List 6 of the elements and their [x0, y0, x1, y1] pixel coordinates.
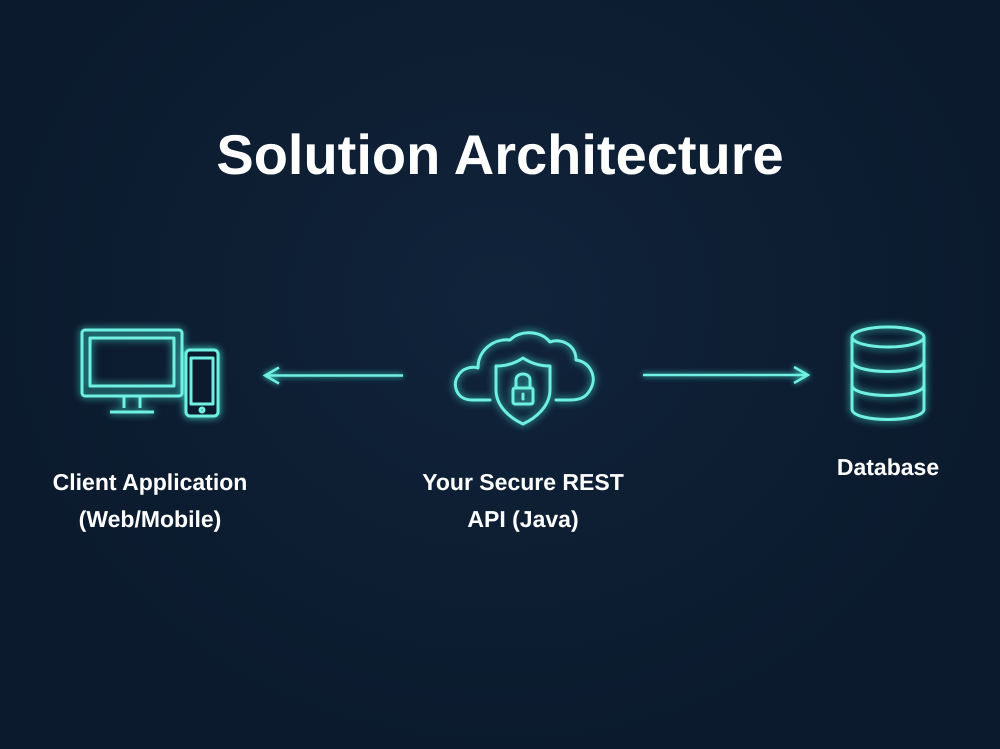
node-label: Your Secure REST API (Java)	[421, 468, 625, 534]
title: Solution Architecture	[215, 122, 785, 187]
arrow	[643, 366, 810, 384]
node-label: Database	[836, 453, 940, 482]
node-label: Client Application (Web/Mobile)	[52, 468, 248, 534]
arrow	[264, 366, 403, 385]
